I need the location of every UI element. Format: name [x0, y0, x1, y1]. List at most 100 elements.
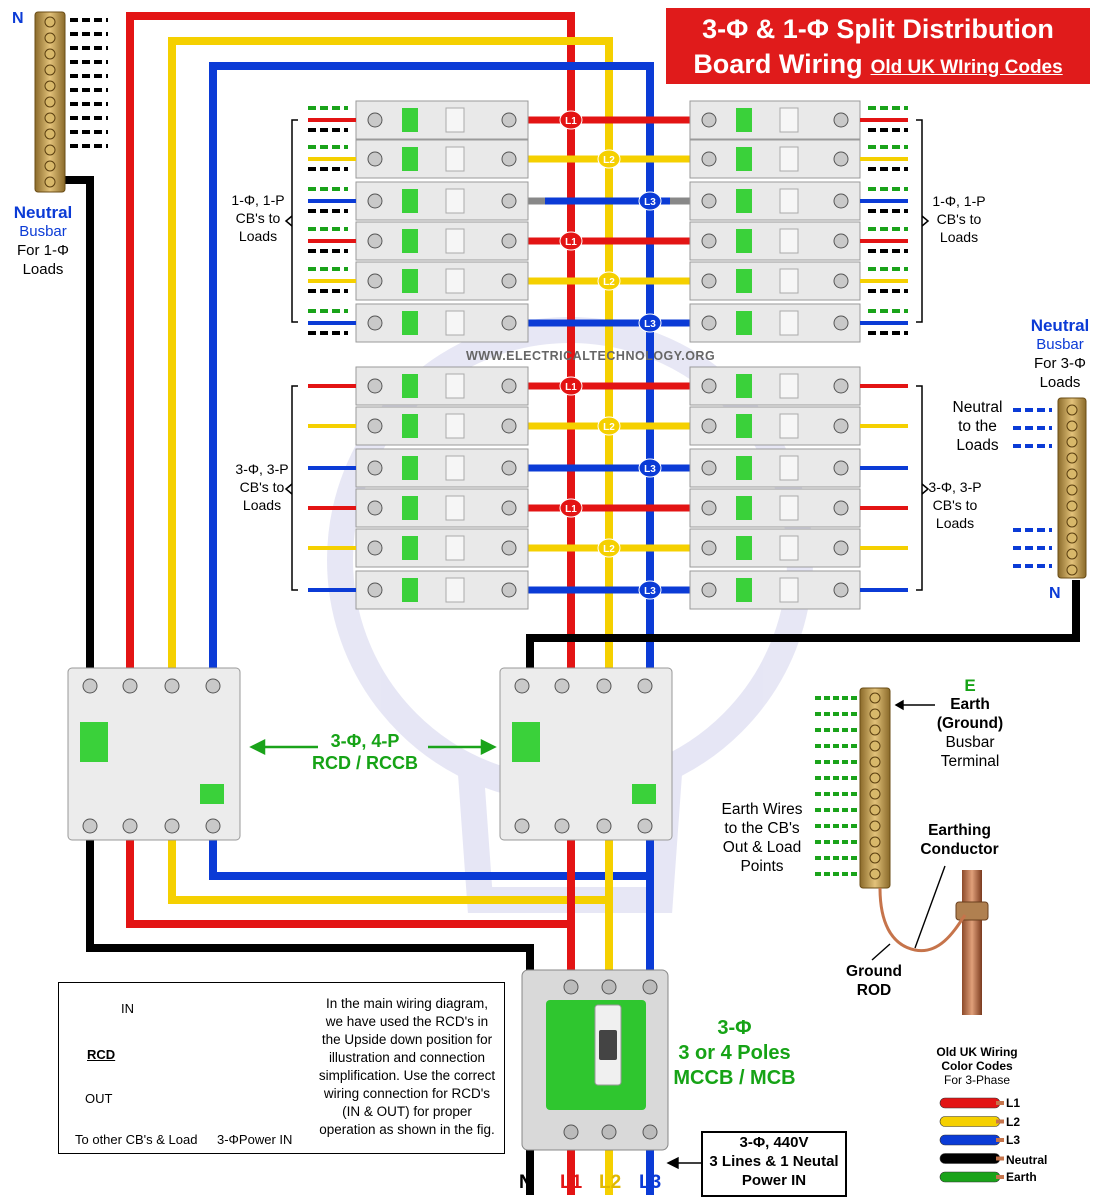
legend-title-2: Color Codes: [941, 1059, 1013, 1073]
neutral-busbar-1p: [34, 11, 66, 193]
title-line2-text: Board Wiring: [693, 49, 863, 79]
earth-line2: (Ground): [936, 715, 1004, 732]
rcd-devices: [67, 667, 673, 841]
eb-screws-5: [869, 772, 881, 784]
earth-line1: Earth: [950, 696, 990, 713]
phase-tag-8: L3: [638, 458, 662, 478]
neutral-side-3: Loads: [956, 437, 999, 454]
cb1p-left-2: [355, 181, 529, 221]
watermark-url: WWW.ELECTRICALTECHNOLOGY.ORG: [466, 349, 716, 363]
cb1p-right-5: [689, 303, 861, 343]
nb1-screws-10: [44, 176, 56, 188]
legend-earth: Earth: [1006, 1170, 1037, 1184]
neutral-busbar-1p-label: Neutral Busbar For 1-Φ Loads: [0, 203, 86, 279]
legend-wire-tip-3: [996, 1156, 1004, 1161]
power-in-2: 3 Lines & 1 Neutal: [709, 1153, 839, 1170]
cb3p-right-2: CB's to: [932, 497, 978, 513]
neutral-side-2: to the: [958, 418, 997, 435]
rcd-double-arrow: [249, 738, 497, 756]
phase-tag-7: L2: [597, 416, 621, 436]
cb1p-left-label: 1-Φ, 1-P CB's to Loads: [225, 191, 291, 245]
cb3p-right-1: [689, 406, 861, 446]
neutral-3p-subtitle: Busbar: [1036, 336, 1084, 353]
phase-tag-0: L1: [559, 110, 583, 130]
eb-screws-6: [869, 788, 881, 800]
note-rcd-label: RCD: [87, 1047, 116, 1062]
phase-tag-label-7: L2: [603, 422, 615, 433]
phase-tag-label-8: L3: [644, 464, 656, 475]
neutral-1p-top-letter: N: [12, 10, 24, 27]
eb-screws-10: [869, 852, 881, 864]
note-out-label: OUT: [85, 1091, 113, 1106]
cb1p-right-2: [689, 181, 861, 221]
nb1-screws-4: [44, 80, 56, 92]
brackets: [284, 119, 930, 591]
eb-screws-4: [869, 756, 881, 768]
title-banner: 3-Φ & 1-Φ Split Distribution Board Wirin…: [666, 8, 1090, 84]
title-line1: 3-Φ & 1-Φ Split Distribution: [702, 14, 1054, 44]
legend-l2: L2: [1006, 1115, 1021, 1129]
note-text: In the main wiring diagram, we have used…: [318, 996, 496, 1137]
earth-wires-label: Earth Wires to the CB's Out & Load Point…: [712, 800, 812, 876]
cb1p-left-5: [355, 303, 529, 343]
phase-tag-4: L2: [597, 271, 621, 291]
note-power-in: 3-ΦPower IN: [217, 1132, 293, 1147]
neutral-1p-desc2: Loads: [22, 261, 64, 278]
eb-screws-7: [869, 804, 881, 816]
neutral-1p-subtitle: Busbar: [19, 223, 67, 240]
legend-wire-tip-0: [996, 1101, 1004, 1105]
cb1p-right-0: [689, 100, 861, 140]
nb1-screws-5: [44, 96, 56, 108]
nb3-screws-3: [1066, 452, 1078, 464]
phase-tag-label-9: L1: [565, 504, 577, 515]
cb3p-right-2: [689, 448, 861, 488]
rcd-label-2: RCD / RCCB: [312, 753, 418, 773]
earth-wires-2: to the CB's: [724, 820, 800, 837]
eb-screws-9: [869, 836, 881, 848]
earth-line3: Busbar: [945, 734, 995, 751]
earth-wires-3: Out & Load: [722, 839, 802, 856]
power-in-1: 3-Φ, 440V: [739, 1134, 809, 1151]
cb3p-right-label: 3-Φ, 3-P CB's to Loads: [922, 478, 988, 532]
earth-wires-1: Earth Wires: [721, 801, 803, 818]
nb3-screws-1: [1066, 420, 1078, 432]
cb3p-left-5: [355, 570, 529, 610]
phase-tag-10: L2: [597, 538, 621, 558]
phase-tag-6: L1: [559, 376, 583, 396]
nb3-screws-6: [1066, 500, 1078, 512]
nb3-screws-9: [1066, 548, 1078, 560]
legend-wire-4: [939, 1171, 1001, 1183]
main-l2-wire: [168, 37, 613, 672]
cb3p-left-1: [355, 406, 529, 446]
cb3p-left-4: [355, 528, 529, 568]
earth-line4: Terminal: [940, 753, 1000, 770]
legend-wire-tip-2: [996, 1138, 1004, 1142]
neutral-busbar-3p: [1057, 397, 1087, 579]
note-in-label: IN: [121, 1001, 134, 1016]
eb-screws-2: [869, 724, 881, 736]
rcd-label: 3-Φ, 4-P RCD / RCCB: [300, 730, 430, 774]
cb3p-left-2: CB's to: [239, 479, 285, 495]
nb1-screws-2: [44, 48, 56, 60]
cb1p-left-1: 1-Φ, 1-P: [231, 192, 285, 208]
cb3p-left-3: Loads: [242, 497, 282, 513]
cb1p-left-2: CB's to: [235, 210, 281, 226]
legend-wires: [939, 1097, 1004, 1183]
cb1p-right-4: [689, 261, 861, 301]
note-to-other: To other CB's & Load: [75, 1132, 198, 1147]
legend-neutral: Neutral: [1006, 1153, 1048, 1167]
mccb-label-3: MCCB / MCB: [673, 1067, 796, 1089]
neutral-1p-desc1: For 1-Φ: [17, 242, 69, 259]
neutral-to-loads-label: Neutral to the Loads: [940, 398, 1015, 455]
cb1p-right-1: 1-Φ, 1-P: [932, 193, 986, 209]
eb-screws-1: [869, 708, 881, 720]
phase-tag-9: L1: [559, 498, 583, 518]
legend-wire-tip-4: [996, 1175, 1004, 1179]
rcd-note-box: IN RCD OUT To other CB's & Load 3-ΦPower…: [58, 982, 505, 1154]
rcd-label-1: 3-Φ, 4-P: [330, 731, 400, 751]
eb-screws-3: [869, 740, 881, 752]
title-subtitle: Old UK WIring Codes: [870, 57, 1063, 78]
phase-tag-label-1: L2: [603, 155, 615, 166]
nb1-screws-3: [44, 64, 56, 76]
neutral-3p-desc2: Loads: [1039, 374, 1081, 391]
